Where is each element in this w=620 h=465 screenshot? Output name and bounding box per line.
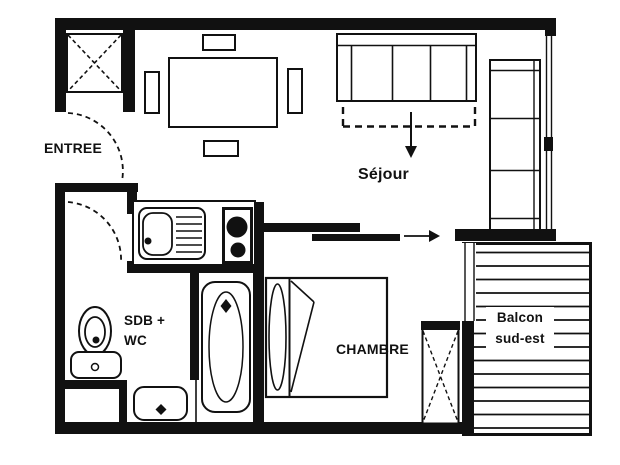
sliding-door-arrow-icon (404, 230, 440, 242)
dining-chairs (144, 34, 303, 157)
duct-shaft-bedroom (421, 321, 460, 425)
wall-sejour-balcony (455, 229, 556, 241)
wall-closet-top (55, 380, 127, 389)
wall-left-upper (55, 18, 66, 112)
balcony-border (462, 242, 592, 436)
wall-top (55, 18, 556, 30)
wall-left-lower (55, 183, 65, 434)
wall-bottom (55, 422, 474, 434)
label-sdb-wc: SDB + WC (124, 311, 165, 351)
balcony-door-window (462, 243, 476, 321)
wall-stub-entry-shaft (123, 30, 135, 112)
stove-two-burners (222, 207, 253, 264)
toilet (70, 306, 122, 379)
chair-right (287, 68, 303, 114)
bathtub-drain (220, 299, 232, 313)
washbasin (133, 386, 188, 421)
chair-top (202, 34, 236, 51)
kitchenette (132, 200, 256, 266)
washbasin-drain (155, 404, 167, 415)
dining-table (168, 57, 278, 128)
toilet-tank (70, 351, 122, 379)
toilet-flush-button (90, 362, 100, 372)
label-sdb-line2: WC (124, 333, 147, 348)
label-balcon-line1: Balcon (496, 310, 544, 325)
wall-stub-kitchen-corner (127, 183, 137, 214)
label-sdb-line1: SDB + (124, 313, 166, 328)
label-entree: ENTREE (44, 140, 102, 156)
kitchen-sink (138, 207, 206, 260)
window-east-facade (545, 36, 553, 229)
wall-unit (489, 59, 541, 231)
double-bed (264, 276, 389, 399)
sliding-door (264, 223, 440, 242)
label-balcon-sud-est: Balcon sud-est (486, 307, 554, 349)
wall-bathroom-bedroom (253, 202, 264, 434)
duct-shaft-entry (66, 33, 123, 93)
sofa-bed (336, 33, 477, 158)
entrance-door-swing (67, 112, 124, 182)
balcony-decking-lines (466, 251, 589, 429)
label-sejour: Séjour (358, 166, 409, 183)
sink-drainboard-lines (176, 216, 202, 253)
wall-sdb-bathtub (190, 264, 199, 380)
sofa-bed-arrow-icon (405, 112, 417, 158)
chair-left (144, 71, 160, 114)
wall-top-right-corner (545, 18, 556, 36)
wall-entry-sdb (55, 183, 138, 192)
bathroom-door-swing (67, 201, 122, 264)
bathtub (201, 281, 251, 413)
folded-duvet-corner (290, 280, 315, 393)
wall-closet-stub (119, 382, 127, 434)
sofa-bed-unfold-outline (341, 107, 477, 128)
window-mullion (544, 137, 553, 151)
label-chambre: CHAMBRE (336, 341, 409, 357)
bolster-pillow (268, 283, 287, 391)
label-balcon-line2: sud-est (495, 331, 545, 346)
balcony (462, 242, 592, 436)
wall-balcony-left-lower (464, 321, 474, 431)
door-swings (67, 112, 124, 264)
chair-bottom (203, 140, 239, 157)
